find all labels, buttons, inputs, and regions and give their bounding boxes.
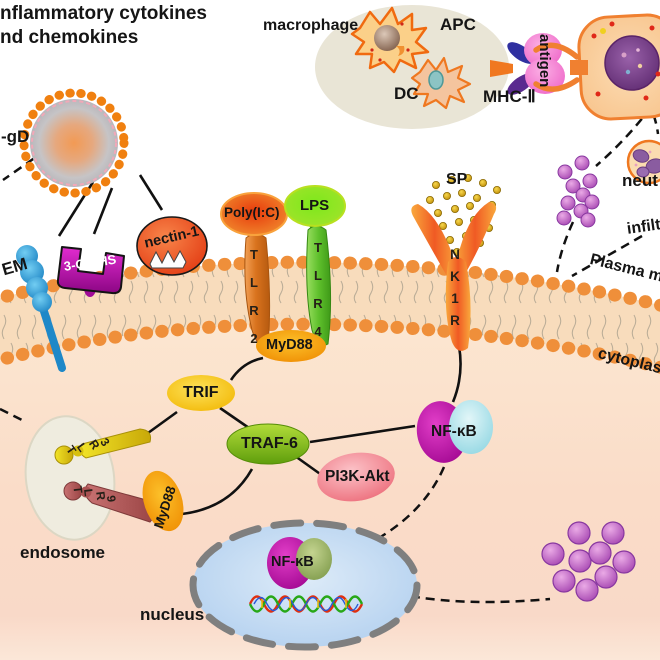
tlr3-receptor	[54, 428, 151, 465]
mhc2-label: MHC-Ⅱ	[483, 87, 536, 106]
myd88-membrane	[256, 330, 326, 362]
neutrophil-label: neut	[622, 171, 658, 190]
myd88-membrane-label: MyD88	[266, 337, 313, 353]
virus-particle	[19, 88, 129, 198]
antigen-label: antigen	[536, 34, 553, 88]
gd-label: -gD	[1, 127, 30, 146]
nk1r-receptor	[411, 202, 497, 351]
cytokines-label-line1: nflammatory cytokines	[0, 3, 207, 24]
hvem-receptor	[16, 245, 66, 372]
tlr9-receptor	[63, 481, 156, 523]
nectin1-receptor	[136, 216, 208, 276]
polyic-label: Poly(I:C)	[224, 205, 280, 220]
endosome-label: endosome	[20, 543, 106, 562]
sp-label: SP	[446, 171, 468, 188]
tcr-claw-bottom	[533, 77, 580, 92]
nfkb-cyto-label: NF-κB	[431, 423, 477, 440]
dc-label: DC	[394, 84, 419, 103]
myd88-endosome	[142, 470, 184, 532]
neutrophil-cell	[626, 139, 660, 185]
traf6-label: TRAF-6	[241, 435, 298, 452]
nucleus	[189, 519, 421, 651]
lps-label: LPS	[300, 197, 330, 214]
nucleus-label: nucleus	[140, 605, 205, 624]
trif-node	[167, 375, 235, 411]
apc-group	[315, 5, 509, 129]
nfkb-cyto-node	[416, 400, 493, 463]
nfkb-nucleus-label: NF-κB	[271, 554, 314, 570]
trif-label: TRIF	[183, 384, 219, 401]
tlr4-receptor	[284, 185, 346, 346]
traf6-node	[226, 423, 310, 465]
chemokine-dots-upper	[556, 155, 600, 228]
chemokine-dots-lower	[541, 521, 636, 602]
dna-helix	[248, 595, 364, 613]
apc-label: APC	[440, 15, 476, 34]
signal-arrows	[59, 174, 461, 516]
cytokines-label-line2: nd chemokines	[0, 27, 139, 48]
os-hs-receptor	[56, 246, 125, 297]
tcr-claw-top	[533, 42, 580, 60]
macrophage-label: macrophage	[263, 17, 359, 34]
pi3k-node	[317, 452, 395, 502]
pi3k-label: PI3K-Akt	[325, 468, 390, 485]
t-cell	[533, 13, 660, 121]
